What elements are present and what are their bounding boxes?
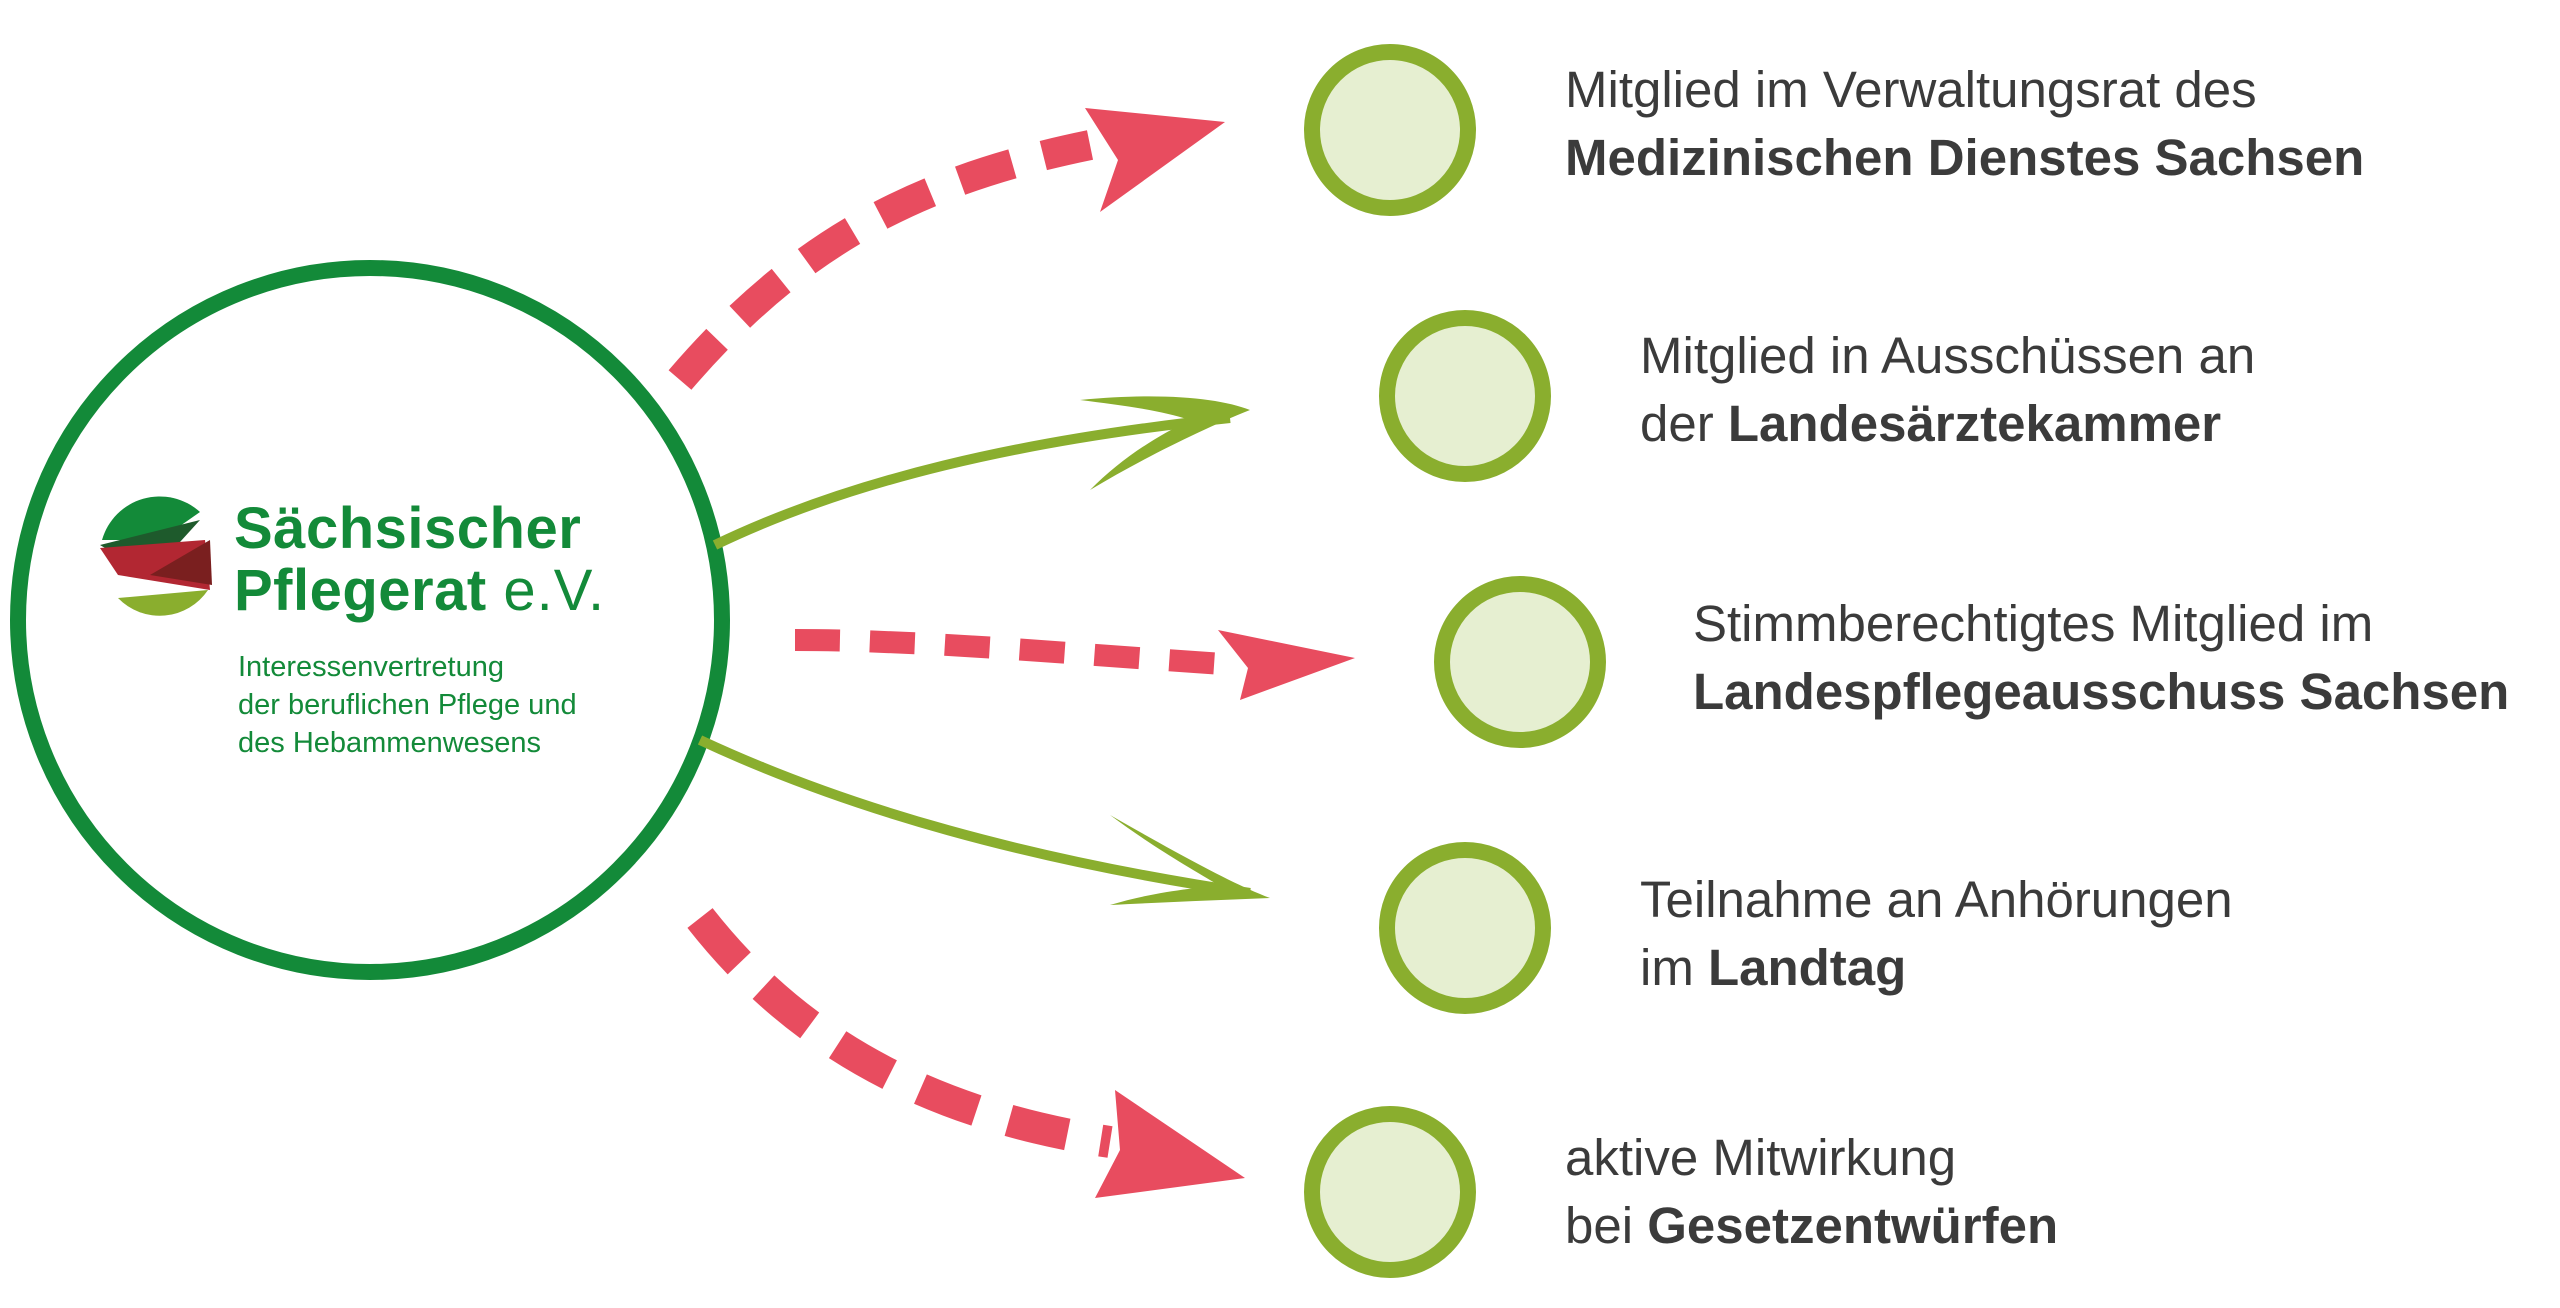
tagline-line-3: des Hebammenwesens <box>238 727 542 759</box>
node-item-4 <box>1379 842 1551 1014</box>
item-5-line1: aktive Mitwirkung <box>1565 1129 1957 1186</box>
item-text-4: Teilnahme an Anhörungen im Landtag <box>1640 866 2233 1002</box>
item-3-line2-bold: Landespflegeausschuss Sachsen <box>1693 663 2510 720</box>
item-2-line1: Mitglied in Ausschüssen an <box>1640 327 2256 384</box>
item-4-line2-bold: Landtag <box>1707 939 1907 996</box>
item-text-2: Mitglied in Ausschüssen an der Landesärz… <box>1640 322 2255 458</box>
arrow-item-5 <box>687 908 1245 1198</box>
node-item-3 <box>1434 576 1606 748</box>
item-text-1: Mitglied im Verwaltungsrat des Medizinis… <box>1565 56 2364 192</box>
item-4-line2-prefix: im <box>1640 939 1708 996</box>
node-item-1 <box>1304 44 1476 216</box>
item-3-line1: Stimmberechtigtes Mitglied im <box>1693 595 2374 652</box>
organization-name-line1: Sächsischer <box>234 496 582 561</box>
item-5-line2-bold: Gesetzentwürfen <box>1647 1197 2059 1254</box>
tagline-line-2: der beruflichen Pflege und <box>238 689 577 721</box>
node-item-5 <box>1304 1106 1476 1278</box>
node-item-2 <box>1379 310 1551 482</box>
arrow-item-4 <box>697 735 1270 905</box>
item-2-line2-bold: Landesärztekammer <box>1727 395 2222 452</box>
arrow-item-2 <box>712 396 1250 550</box>
item-1-line2-bold: Medizinischen Dienstes Sachsen <box>1565 129 2365 186</box>
organization-name-suffix: e.V. <box>503 558 606 623</box>
organization-name: Sächsischer Pflegerat e.V. <box>234 498 605 622</box>
organization-name-line2: Pflegerat <box>234 558 487 623</box>
item-text-3: Stimmberechtigtes Mitglied im Landespfle… <box>1693 590 2509 726</box>
item-4-line1: Teilnahme an Anhörungen <box>1640 871 2233 928</box>
organization-circle <box>10 260 730 980</box>
arrow-item-3 <box>794 629 1355 700</box>
item-2-line2-prefix: der <box>1640 395 1728 452</box>
item-5-line2-prefix: bei <box>1565 1197 1648 1254</box>
arrow-item-1 <box>668 108 1225 390</box>
logo-mark-icon <box>100 496 212 616</box>
item-1-line1: Mitglied im Verwaltungsrat des <box>1565 61 2257 118</box>
item-text-5: aktive Mitwirkung bei Gesetzentwürfen <box>1565 1124 2058 1260</box>
organization-tagline: Interessenvertretung der beruflichen Pfl… <box>238 648 678 762</box>
tagline-line-1: Interessenvertretung <box>238 651 504 683</box>
